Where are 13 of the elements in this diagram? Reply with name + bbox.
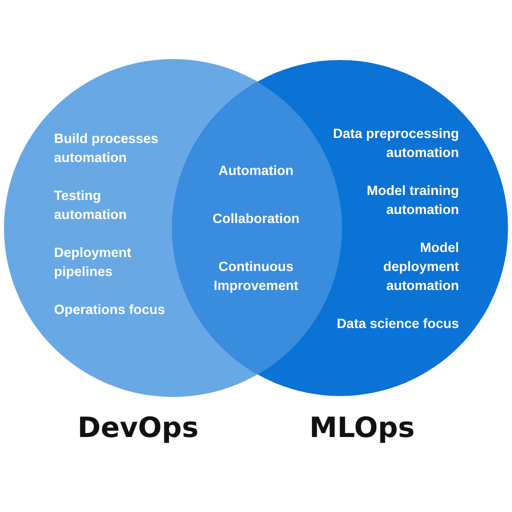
list-item-text: Data science focus bbox=[336, 314, 459, 332]
list-item-text: Testing automation bbox=[54, 186, 128, 224]
list-item-text: Automation bbox=[218, 162, 294, 180]
list-item-text: Model deployment automation bbox=[382, 238, 459, 294]
circle-title: MLOps bbox=[309, 411, 415, 445]
circle-title: DevOps bbox=[78, 411, 198, 445]
list-item-text: Continuous Improvement bbox=[212, 258, 300, 296]
list-item-text: Operations focus bbox=[54, 300, 166, 318]
list-item-text: Data preprocessing automation bbox=[332, 124, 459, 162]
list-item-text: Deployment pipelines bbox=[54, 244, 132, 280]
list-item-text: Build processes automation bbox=[54, 130, 160, 166]
list-item-text: Collaboration bbox=[212, 210, 300, 228]
list-item-text: Model training automation bbox=[366, 182, 459, 218]
